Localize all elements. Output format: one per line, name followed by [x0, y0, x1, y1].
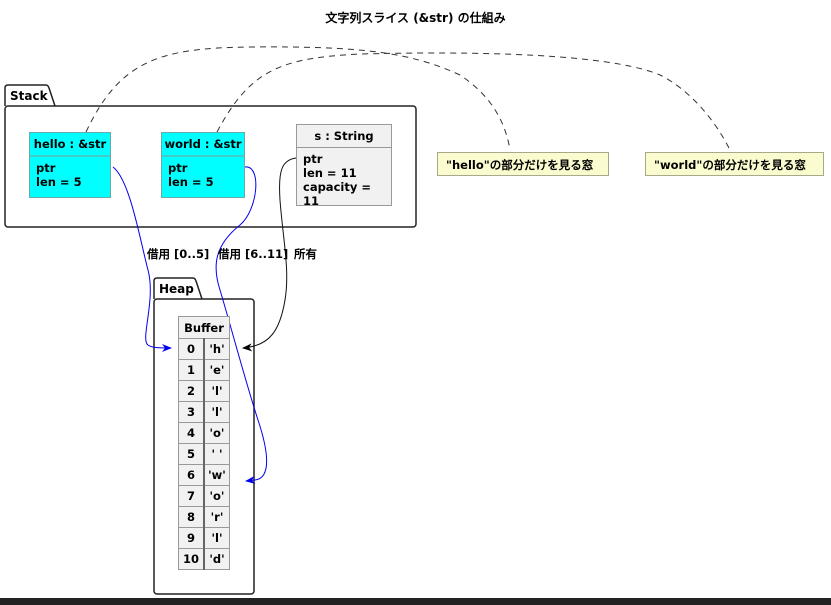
string-object[interactable]: s : String ptr len = 11 capacity = 11	[296, 124, 392, 208]
hello-field-ptr: ptr	[36, 161, 56, 175]
buffer-index: 9	[178, 527, 205, 549]
world-object-header: world : &str	[162, 133, 244, 157]
stack-package-label: Stack	[10, 89, 48, 103]
s-own-label: 所有	[294, 247, 317, 261]
hello-note: "hello"の部分だけを見る窓	[437, 152, 609, 176]
buffer-index: 4	[178, 422, 205, 444]
buffer-header: Buffer	[178, 316, 230, 339]
buffer-value: 'e'	[203, 359, 230, 381]
diagram-title: 文字列スライス (&str) の仕組み	[325, 11, 506, 25]
buffer-value: ' '	[203, 443, 230, 465]
buffer-index: 8	[178, 506, 205, 528]
buffer-index: 1	[178, 359, 205, 381]
world-object[interactable]: world : &str ptr len = 5	[161, 132, 245, 198]
buffer-value: 'w'	[203, 464, 230, 486]
world-note: "world"の部分だけを見る窓	[645, 152, 824, 176]
buffer-row: 2'l'	[178, 380, 230, 402]
world-field-len: len = 5	[168, 175, 214, 189]
hello-object[interactable]: hello : &str ptr len = 5	[29, 132, 111, 198]
buffer-row: 0'h'	[178, 338, 230, 360]
buffer-index: 5	[178, 443, 205, 465]
buffer-value: 'l'	[203, 401, 230, 423]
hello-borrow-label: 借用 [0..5]	[147, 247, 210, 261]
buffer-value: 'h'	[203, 338, 230, 360]
buffer-value: 'o'	[203, 485, 230, 507]
hello-field-len: len = 5	[36, 175, 82, 189]
string-field-capacity: capacity = 11	[303, 180, 371, 208]
buffer-index: 6	[178, 464, 205, 486]
buffer-row: 7'o'	[178, 485, 230, 507]
buffer-row: 10'd'	[178, 548, 230, 570]
buffer-row: 1'e'	[178, 359, 230, 381]
buffer-value: 'r'	[203, 506, 230, 528]
buffer-index: 2	[178, 380, 205, 402]
string-field-ptr: ptr	[303, 152, 323, 166]
buffer-row: 9'l'	[178, 527, 230, 549]
heap-package-label: Heap	[159, 282, 194, 296]
buffer-row: 4'o'	[178, 422, 230, 444]
buffer-row: 3'l'	[178, 401, 230, 423]
string-object-header: s : String	[297, 125, 391, 148]
hello-object-header: hello : &str	[30, 133, 110, 157]
buffer-value: 'o'	[203, 422, 230, 444]
buffer-row: 5' '	[178, 443, 230, 465]
buffer-index: 10	[178, 548, 205, 570]
world-borrow-label: 借用 [6..11]	[218, 247, 289, 261]
world-field-ptr: ptr	[168, 161, 188, 175]
buffer-value: 'l'	[203, 380, 230, 402]
buffer-row: 8'r'	[178, 506, 230, 528]
buffer-value: 'l'	[203, 527, 230, 549]
buffer-value: 'd'	[203, 548, 230, 570]
string-field-len: len = 11	[303, 166, 357, 180]
buffer-row: 6'w'	[178, 464, 230, 486]
buffer-index: 7	[178, 485, 205, 507]
world-note-link	[216, 52, 731, 151]
bottom-bar	[0, 598, 831, 605]
buffer-index: 3	[178, 401, 205, 423]
buffer-index: 0	[178, 338, 205, 360]
heap-buffer-table: Buffer 0'h'1'e'2'l'3'l'4'o'5' '6'w'7'o'8…	[178, 316, 230, 570]
